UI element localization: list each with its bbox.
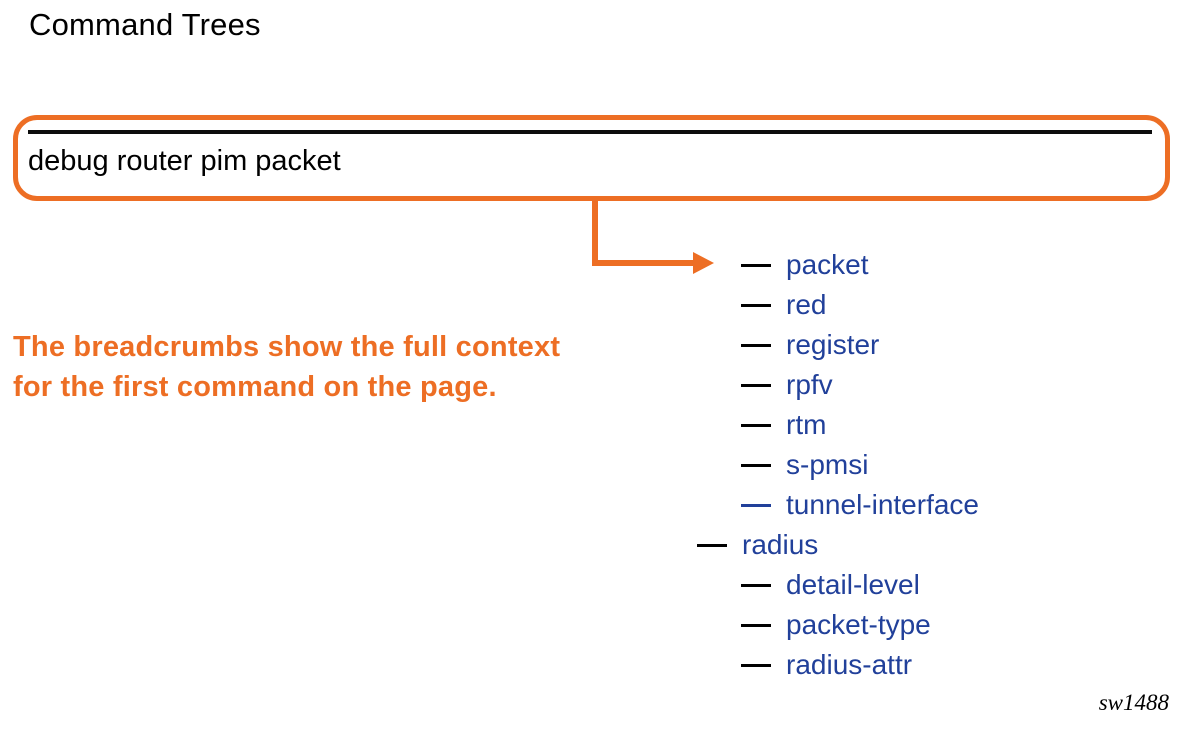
- tree-item-label: packet-type: [786, 609, 931, 640]
- figure-id: sw1488: [1098, 690, 1169, 715]
- tree-item-label: rtm: [786, 409, 827, 440]
- arrow-right-icon: [693, 252, 714, 274]
- tree-item: packet-type: [741, 605, 979, 645]
- tree-item-label: s-pmsi: [786, 449, 869, 480]
- tree-item: radius-attr: [741, 645, 979, 685]
- tree-item: radius: [697, 525, 979, 565]
- dash-icon: [741, 463, 771, 467]
- tree-item-label: rpfv: [786, 369, 833, 400]
- dash-icon: [741, 663, 771, 667]
- dash-icon: [741, 303, 771, 307]
- dash-icon: [741, 263, 771, 267]
- tree-item: detail-level: [741, 565, 979, 605]
- arrow-horizontal-segment: [592, 260, 693, 266]
- dash-icon: [741, 343, 771, 347]
- command-tree: packet red register rpfv rtm s-pmsi tunnel-int…: [697, 245, 979, 685]
- dash-icon: [741, 583, 771, 587]
- tree-item: register: [741, 325, 979, 365]
- arrow-vertical-segment: [592, 200, 598, 263]
- tree-item-label: radius-attr: [786, 649, 913, 680]
- annotation-note-line2: for the first command on the page.: [13, 371, 497, 403]
- tree-item-label: packet: [786, 249, 869, 280]
- breadcrumb-rule: [28, 130, 1152, 134]
- dash-icon: [741, 623, 771, 627]
- tree-item-label: red: [786, 289, 827, 320]
- tree-item: rpfv: [741, 365, 979, 405]
- dash-icon: [697, 543, 727, 547]
- tree-item: red: [741, 285, 979, 325]
- breadcrumb-box: debug router pim packet: [13, 115, 1170, 201]
- dash-icon: [741, 503, 771, 507]
- annotation-note-line1: The breadcrumbs show the full context: [13, 331, 561, 363]
- tree-item-label: tunnel-interface: [786, 489, 980, 520]
- tree-item: rtm: [741, 405, 979, 445]
- tree-item: packet: [741, 245, 979, 285]
- breadcrumb-command: debug router pim packet: [28, 145, 341, 177]
- dash-icon: [741, 423, 771, 427]
- tree-item-label: radius: [742, 529, 819, 560]
- tree-item: s-pmsi: [741, 445, 979, 485]
- tree-item: tunnel-interface: [741, 485, 979, 525]
- annotation-note: The breadcrumbs show the full context fo…: [13, 327, 560, 407]
- dash-icon: [741, 383, 771, 387]
- page-title: Command Trees: [29, 7, 261, 42]
- tree-item-label: detail-level: [786, 569, 920, 600]
- tree-item-label: register: [786, 329, 880, 360]
